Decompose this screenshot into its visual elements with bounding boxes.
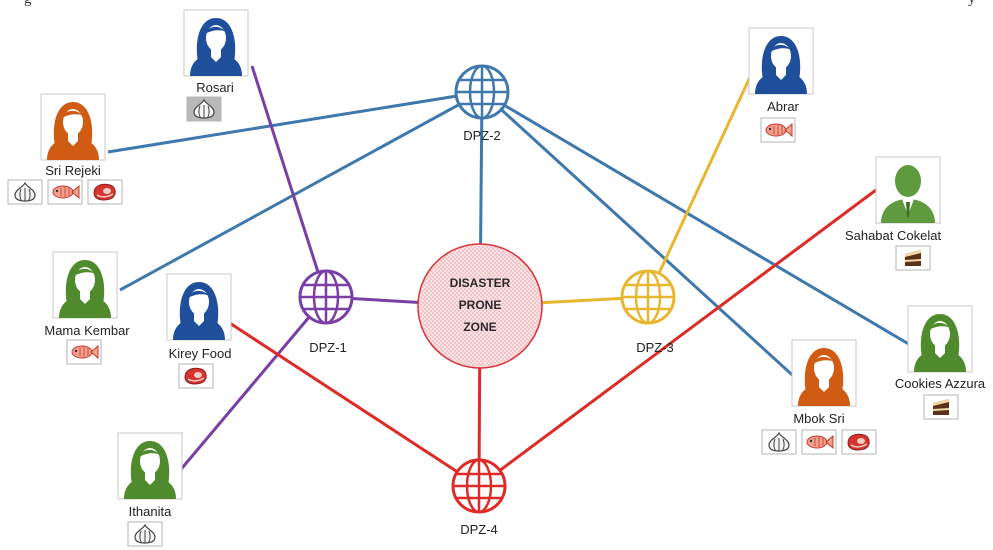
- woman-avatar-icon: [166, 273, 232, 341]
- actor-name: Sahabat Cokelat: [845, 228, 942, 243]
- fish-icon: [801, 429, 837, 455]
- goods-icons: [127, 521, 163, 547]
- actor-name: Cookies Azzura: [895, 376, 986, 391]
- actor-abrar: Abrar: [748, 27, 814, 143]
- actor-kirey-food: Kirey Food: [166, 273, 232, 389]
- hub-dpz3: DPZ-3: [620, 269, 676, 355]
- goods-icons: [761, 429, 877, 455]
- cropped-caption: g y: [0, 0, 993, 8]
- woman-avatar-icon: [748, 27, 814, 95]
- actor-ithanita: Ithanita: [117, 432, 183, 547]
- actor-name: Mbok Sri: [793, 411, 844, 426]
- link-dpz1-rosari: [250, 65, 328, 298]
- cropped-caption-left: g: [24, 0, 32, 8]
- woman-avatar-icon: [117, 432, 183, 500]
- link-dpz2-sri-rejeki: [107, 90, 483, 154]
- actor-name: Rosari: [196, 80, 234, 95]
- goods-icons: [66, 339, 102, 365]
- globe-icon: [451, 458, 507, 514]
- hub-dpz4: DPZ-4: [451, 458, 507, 537]
- hub-dpz1: DPZ-1: [298, 269, 354, 355]
- link-dpz4-kirey-food: [221, 316, 480, 488]
- link-dpz1-ithanita: [170, 296, 328, 481]
- fish-icon: [66, 339, 102, 365]
- woman-avatar-icon: [907, 305, 973, 373]
- hub-label: DPZ-1: [309, 340, 347, 355]
- actor-cookies-azzura: Cookies Azzura: [895, 305, 986, 420]
- actor-name: Sri Rejeki: [45, 163, 101, 178]
- zone-circle: [417, 243, 543, 369]
- actor-name: Kirey Food: [169, 346, 232, 361]
- actor-mbok-sri: Mbok Sri: [761, 339, 877, 455]
- hub-label: DPZ-4: [460, 522, 498, 537]
- link-dpz4-sahabat-cokelat: [478, 188, 877, 488]
- woman-avatar-icon: [40, 93, 106, 161]
- zone-label-line3: ZONE: [463, 320, 496, 334]
- actor-name: Ithanita: [129, 504, 172, 519]
- hub-label: DPZ-3: [636, 340, 674, 355]
- woman-avatar-icon: [52, 251, 118, 319]
- cropped-caption-right: y: [968, 0, 976, 8]
- hub-label: DPZ-2: [463, 128, 501, 143]
- goods-icons: [7, 179, 123, 205]
- actor-sri-rejeki: Sri Rejeki: [7, 93, 123, 205]
- actor-rosari: Rosari: [183, 9, 249, 122]
- goods-icons: [178, 363, 214, 389]
- man-avatar-icon: [875, 156, 941, 224]
- link-dpz2-mama-kembar: [119, 90, 483, 292]
- meat-icon: [178, 363, 214, 389]
- hub-dpz2: DPZ-2: [454, 64, 510, 143]
- globe-icon: [454, 64, 510, 120]
- garlic-icon: [127, 521, 163, 547]
- connection-lines: [107, 65, 913, 488]
- garlic-icon: [186, 96, 222, 122]
- zone-label-line2: PRONE: [459, 298, 502, 312]
- link-dpz2-cookies-azzura: [481, 90, 913, 348]
- woman-avatar-icon: [791, 339, 857, 407]
- link-dpz3-abrar: [646, 76, 752, 298]
- cake-icon: [895, 245, 931, 271]
- actor-name: Mama Kembar: [44, 323, 130, 338]
- garlic-icon: [761, 429, 797, 455]
- woman-avatar-icon: [183, 9, 249, 77]
- goods-icons: [186, 96, 222, 122]
- actor-mama-kembar: Mama Kembar: [44, 251, 130, 365]
- goods-icons: [923, 394, 959, 420]
- zone-label-line1: DISASTER: [450, 276, 511, 290]
- disaster-prone-zone: DISASTER PRONE ZONE: [417, 243, 543, 369]
- actor-sahabat-cokelat: Sahabat Cokelat: [845, 156, 942, 271]
- meat-icon: [87, 179, 123, 205]
- globe-icon: [298, 269, 354, 325]
- fish-icon: [760, 117, 796, 143]
- globe-icon: [620, 269, 676, 325]
- meat-icon: [841, 429, 877, 455]
- goods-icons: [895, 245, 931, 271]
- goods-icons: [760, 117, 796, 143]
- link-dpz2-mbok-sri: [480, 90, 802, 384]
- cake-icon: [923, 394, 959, 420]
- fish-icon: [47, 179, 83, 205]
- actor-name: Abrar: [767, 99, 799, 114]
- garlic-icon: [7, 179, 43, 205]
